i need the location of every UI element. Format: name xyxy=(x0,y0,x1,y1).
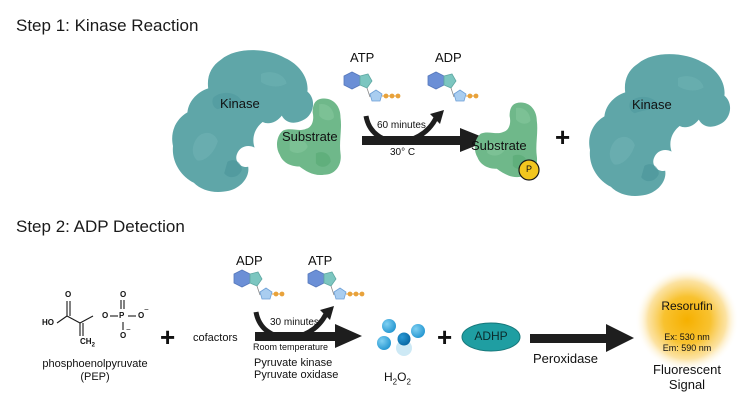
reaction-arrow-step2 xyxy=(253,306,362,348)
kinase-right-shape xyxy=(589,54,731,197)
emission-label: Em: 590 nm xyxy=(662,343,712,353)
reaction-arrow-step1 xyxy=(362,110,490,152)
kinase-left-label: Kinase xyxy=(220,96,260,111)
atp-label-step1: ATP xyxy=(350,50,375,65)
plus-sign-step1: + xyxy=(555,122,571,152)
pep-atom-o-top: O xyxy=(65,290,72,299)
adp-molecule-icon-step2 xyxy=(233,269,285,300)
step1-title: Step 1: Kinase Reaction xyxy=(16,16,199,35)
h2o2-molecule-icon xyxy=(377,319,425,356)
kinase-right-label: Kinase xyxy=(632,97,672,112)
h2o2-label: H2O2 xyxy=(384,370,411,387)
peroxidase-label: Peroxidase xyxy=(533,351,599,366)
atp-label-step2: ATP xyxy=(308,253,333,268)
plus-sign-step2-a: + xyxy=(160,322,176,352)
pep-structure xyxy=(56,300,136,336)
resorufin-label: Resorufin xyxy=(661,299,713,313)
pep-atom-o-double: O xyxy=(120,290,127,299)
pep-name: phosphoenolpyruvate xyxy=(42,358,148,370)
substrate-left-label: Substrate xyxy=(282,129,338,144)
phosphate-badge xyxy=(518,159,540,181)
pep-charge-bottom: − xyxy=(126,325,131,334)
pep-atom-o-link: O xyxy=(102,311,109,320)
kinase-left-shape xyxy=(172,50,314,193)
peroxidase-arrow xyxy=(530,324,634,352)
adhp-label: ADHP xyxy=(474,329,508,343)
atp-molecule-icon-step2 xyxy=(307,269,365,300)
pep-charge-right: − xyxy=(144,305,149,314)
enzyme-item: Pyruvate oxidase xyxy=(254,369,339,381)
pep-atom-o-right: O xyxy=(138,311,145,320)
pep-atom-o-bottom: O xyxy=(120,331,127,340)
cofactors-label: cofactors xyxy=(193,332,238,344)
step2-title: Step 2: ADP Detection xyxy=(16,217,185,236)
enzyme-list: Pyruvate kinase Pyruvate oxidase xyxy=(254,357,338,381)
wavelength-info: Ex: 530 nm Em: 590 nm xyxy=(637,332,737,354)
adhp-ellipse xyxy=(461,322,521,352)
fluorescent-signal-label: Fluorescent Signal xyxy=(630,362,744,392)
plus-sign-step2-b: + xyxy=(437,322,453,352)
time-label-step2: 30 minutes xyxy=(270,317,319,328)
resorufin-glow xyxy=(635,268,739,372)
adp-label-step2: ADP xyxy=(236,253,263,268)
adp-molecule-icon xyxy=(427,71,479,102)
pep-atom-p: P xyxy=(119,311,125,320)
enzyme-item: Pyruvate kinase xyxy=(254,357,333,369)
adp-label-step1: ADP xyxy=(435,50,462,65)
pep-atom-ch2: CH2 xyxy=(80,337,95,349)
signal-line-2: Signal xyxy=(668,377,706,392)
temp-label-step1: 30° C xyxy=(390,147,416,158)
phosphate-label: P xyxy=(526,164,533,174)
signal-line-1: Fluorescent xyxy=(653,362,721,377)
time-label-step1: 60 minutes xyxy=(377,120,426,131)
pep-caption: phosphoenolpyruvate (PEP) xyxy=(30,358,160,384)
temp-label-step2: Room temperature xyxy=(253,342,329,352)
atp-molecule-icon xyxy=(343,71,401,102)
excitation-label: Ex: 530 nm xyxy=(664,332,710,342)
pep-abbr: (PEP) xyxy=(80,371,110,383)
substrate-right-label: Substrate xyxy=(471,138,527,153)
pep-atom-ho: HO xyxy=(42,318,54,327)
